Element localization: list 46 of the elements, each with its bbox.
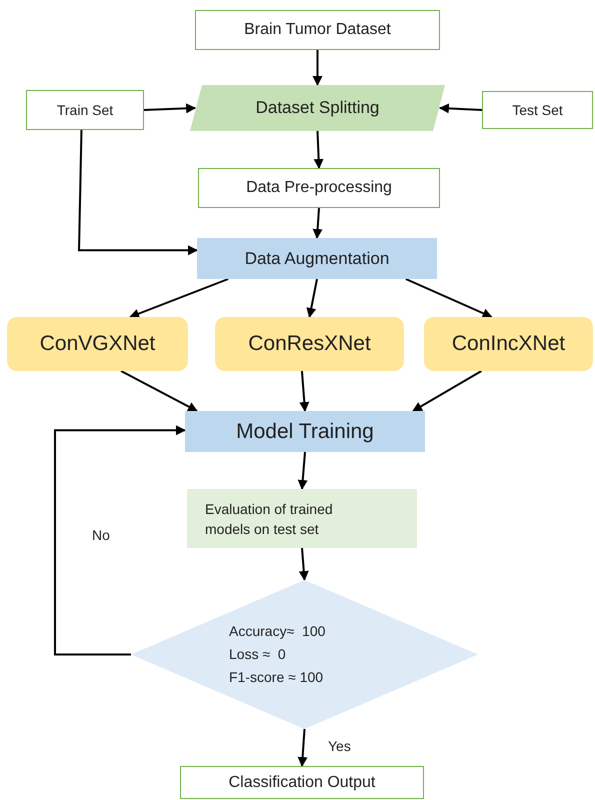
node-label: Evaluation of trained models on test set <box>205 500 334 538</box>
arrow <box>78 130 198 256</box>
criterion-text: F1-score ≈ 100 <box>229 668 324 687</box>
edge-label: Yes <box>326 738 353 754</box>
output-box <box>180 766 424 799</box>
input-box <box>482 91 593 129</box>
model-box <box>215 317 404 371</box>
arrow <box>298 728 308 767</box>
input-box <box>26 90 144 130</box>
arrow <box>312 208 323 239</box>
node-label: Data Augmentation <box>244 248 390 268</box>
node-label: Dataset Splitting <box>256 98 380 118</box>
arrow <box>438 103 482 114</box>
arrow <box>412 370 482 412</box>
model-box <box>424 317 593 371</box>
edge-label: No <box>90 527 112 543</box>
node-label: Test Set <box>512 102 563 118</box>
node-label: ConIncXNet <box>452 332 566 356</box>
arrow <box>129 278 229 318</box>
node-label: ConResXNet <box>248 332 371 356</box>
node-label: Train Set <box>56 102 114 118</box>
arrow <box>54 425 186 656</box>
arrow <box>312 50 322 86</box>
process-box <box>185 411 425 452</box>
node-label: Model Training <box>236 420 374 444</box>
arrow <box>314 130 324 169</box>
node-label: Data Pre-processing <box>246 179 392 197</box>
arrow <box>144 103 196 114</box>
node-label: ConVGXNet <box>40 332 156 356</box>
criterion-text: Accuracy≈ 100 <box>229 622 326 641</box>
arrow <box>306 278 318 318</box>
process-box <box>197 238 437 279</box>
process-box <box>187 489 417 548</box>
process-box <box>195 10 440 50</box>
arrow <box>298 548 309 581</box>
arrow <box>299 370 310 412</box>
arrow <box>298 452 308 490</box>
decision-diamond <box>131 580 478 729</box>
arrow <box>120 370 198 412</box>
arrow <box>405 278 493 318</box>
data-parallelogram <box>190 85 445 131</box>
criterion-text: Loss ≈ 0 <box>229 645 286 664</box>
process-box <box>198 168 440 208</box>
node-label: Brain Tumor Dataset <box>244 21 391 39</box>
node-label: Classification Output <box>228 774 376 792</box>
model-box <box>7 317 188 371</box>
